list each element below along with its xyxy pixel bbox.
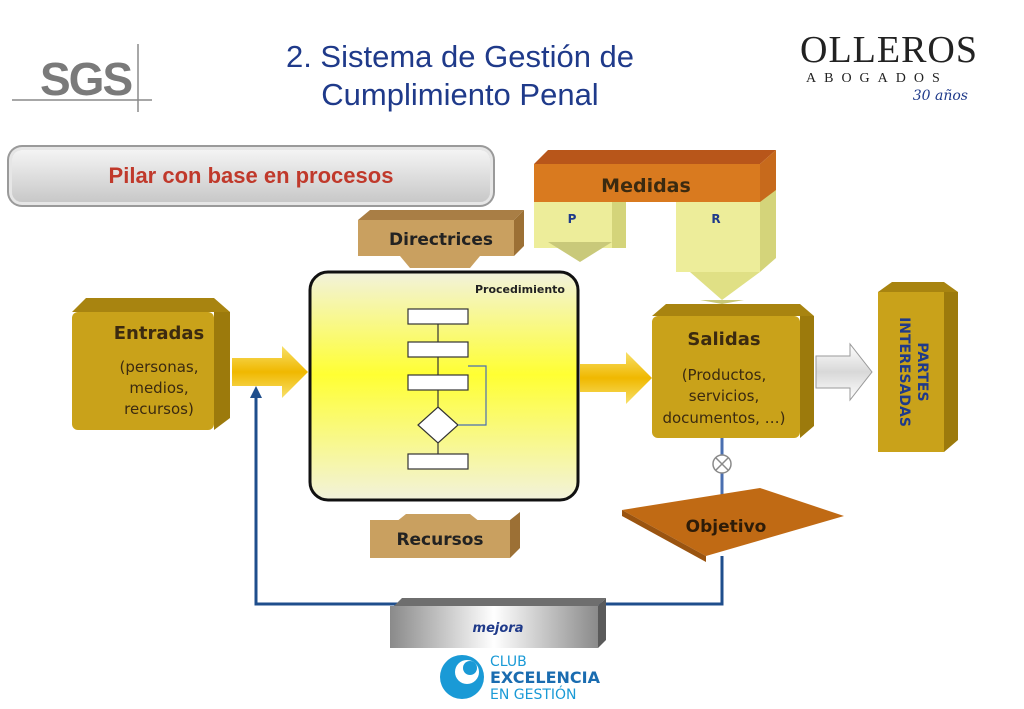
- objetivo-shape: [622, 488, 844, 556]
- medidas-label: Medidas: [601, 175, 691, 197]
- recursos-label: Recursos: [396, 530, 483, 550]
- output-arrow: [580, 352, 652, 404]
- page-title: 2. Sistema de Gestión de Cumplimiento Pe…: [230, 38, 690, 114]
- entradas-body-2: medios,: [129, 379, 188, 397]
- partes-arrow: [815, 342, 873, 402]
- salidas-body-1: (Productos,: [682, 366, 767, 384]
- flow-step-1: [407, 308, 469, 325]
- entradas-title: Entradas: [114, 323, 204, 344]
- olleros-name: OLLEROS: [800, 29, 978, 71]
- medidas-bracket: [534, 150, 776, 304]
- flow-step-2: [407, 341, 469, 358]
- entradas-body-1: (personas,: [119, 358, 198, 376]
- olleros-years: 30 años: [912, 88, 968, 104]
- directrices-box: [358, 210, 524, 268]
- sgs-logo: [12, 44, 157, 114]
- salidas-body-2: servicios,: [689, 387, 759, 405]
- sgs-logo-text: SGS: [40, 53, 133, 105]
- salidas-box: [652, 304, 814, 438]
- club-line-3: EN GESTIÓN: [490, 685, 577, 703]
- procedimiento-label: Procedimiento: [475, 283, 565, 296]
- club-line-2: EXCELENCIA: [490, 668, 601, 687]
- recursos-box: [370, 512, 520, 558]
- salidas-body-3: documentos, …): [662, 409, 785, 427]
- flow-step-3: [407, 374, 469, 391]
- flow-step-4: [407, 453, 469, 470]
- entradas-body-3: recursos): [124, 400, 194, 418]
- input-arrow: [232, 346, 308, 398]
- title-line-1: 2. Sistema de Gestión de: [285, 39, 635, 74]
- partes-label-2: INTERESADAS: [896, 317, 912, 427]
- objetivo-label: Objetivo: [686, 517, 767, 537]
- salidas-title: Salidas: [687, 329, 760, 350]
- mejora-box: [390, 598, 606, 648]
- partes-box: [878, 282, 958, 452]
- club-line-1: CLUB: [490, 654, 527, 670]
- olleros-sub: ABOGADOS: [806, 71, 948, 86]
- pillar-label: Pilar con base en procesos: [12, 150, 490, 202]
- title-line-2: Cumplimiento Penal: [321, 77, 599, 112]
- directrices-label: Directrices: [389, 230, 493, 250]
- mejora-label: mejora: [473, 621, 524, 636]
- flowchart: [407, 308, 487, 470]
- club-excelencia-logo-mark: [440, 655, 484, 699]
- medidas-r: R: [711, 212, 720, 226]
- comparator-icon: [712, 454, 732, 474]
- partes-label-1: PARTES: [914, 342, 930, 401]
- sgs-logo-lines: [12, 44, 152, 112]
- medidas-p: P: [568, 212, 577, 226]
- entradas-box: [72, 298, 230, 430]
- olleros-logo: OLLEROS ABOGADOS 30 años: [800, 30, 990, 110]
